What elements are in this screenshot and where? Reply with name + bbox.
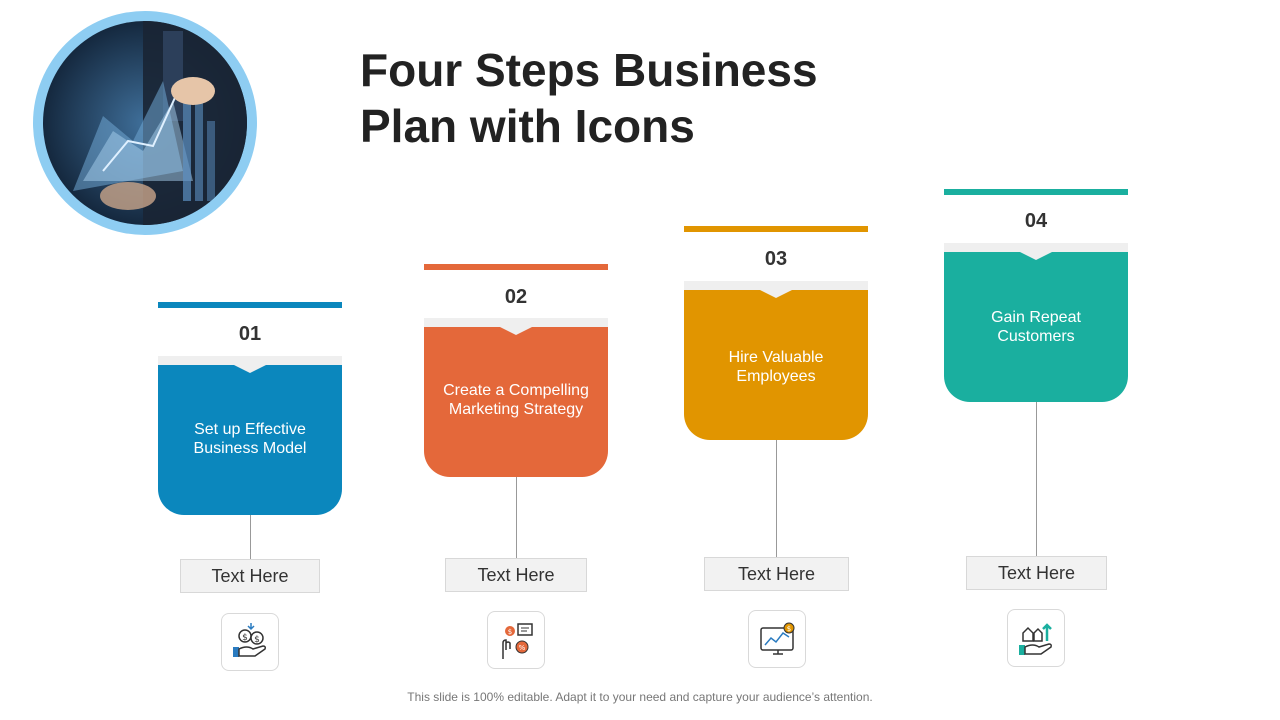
- svg-text:$: $: [787, 625, 791, 633]
- growth-hand-icon: [1019, 623, 1052, 655]
- business-chart-illustration: [43, 21, 247, 225]
- slide-title: Four Steps Business Plan with Icons: [360, 44, 818, 152]
- svg-text:$: $: [254, 635, 260, 645]
- step-text: Set up Effective Business Model: [193, 421, 307, 457]
- step-accent-bar: [424, 264, 608, 270]
- icon-box-2: $ %: [487, 611, 545, 669]
- svg-text:$: $: [242, 633, 248, 643]
- step-accent-bar: [944, 189, 1128, 195]
- icon-box-4: [1007, 609, 1065, 667]
- connector-line: [1036, 402, 1037, 556]
- connector-line: [516, 477, 517, 558]
- card-notch: [760, 290, 792, 298]
- footer-note: This slide is 100% editable. Adapt it to…: [407, 690, 873, 704]
- step-number: 02: [504, 286, 528, 308]
- step-card: Create a Compelling Marketing Strategy: [424, 327, 608, 477]
- monitor-chart-icon: $: [760, 622, 795, 655]
- step-band: [944, 243, 1128, 253]
- step-card: Set up Effective Business Model: [158, 365, 342, 515]
- text-placeholder-3[interactable]: Text Here: [704, 557, 849, 591]
- card-notch: [234, 365, 266, 373]
- text-placeholder-4[interactable]: Text Here: [966, 556, 1107, 590]
- business-photo: [33, 11, 257, 235]
- step-accent-bar: [158, 302, 342, 308]
- card-notch: [500, 327, 532, 335]
- step-number: 01: [238, 323, 262, 345]
- step-band: [158, 356, 342, 366]
- step-card: Gain Repeat Customers: [944, 252, 1128, 402]
- connector-line: [776, 440, 777, 557]
- step-number: 04: [1024, 210, 1048, 232]
- connector-line: [250, 515, 251, 559]
- svg-text:%: %: [519, 644, 526, 652]
- money-hand-icon: $ $: [233, 623, 266, 657]
- icon-box-1: $ $: [221, 613, 279, 671]
- icon-box-3: $: [748, 610, 806, 668]
- svg-text:$: $: [508, 628, 512, 636]
- step-text: Gain Repeat Customers: [991, 309, 1081, 345]
- text-placeholder-2[interactable]: Text Here: [445, 558, 587, 592]
- card-notch: [1020, 252, 1052, 260]
- step-text: Hire Valuable Employees: [728, 349, 824, 385]
- step-card: Hire Valuable Employees: [684, 290, 868, 440]
- step-accent-bar: [684, 226, 868, 232]
- step-band: [684, 281, 868, 291]
- step-text: Create a Compelling Marketing Strategy: [443, 382, 589, 418]
- text-placeholder-1[interactable]: Text Here: [180, 559, 320, 593]
- step-number: 03: [764, 248, 788, 270]
- marketing-hand-icon: $ %: [502, 623, 533, 659]
- step-band: [424, 318, 608, 328]
